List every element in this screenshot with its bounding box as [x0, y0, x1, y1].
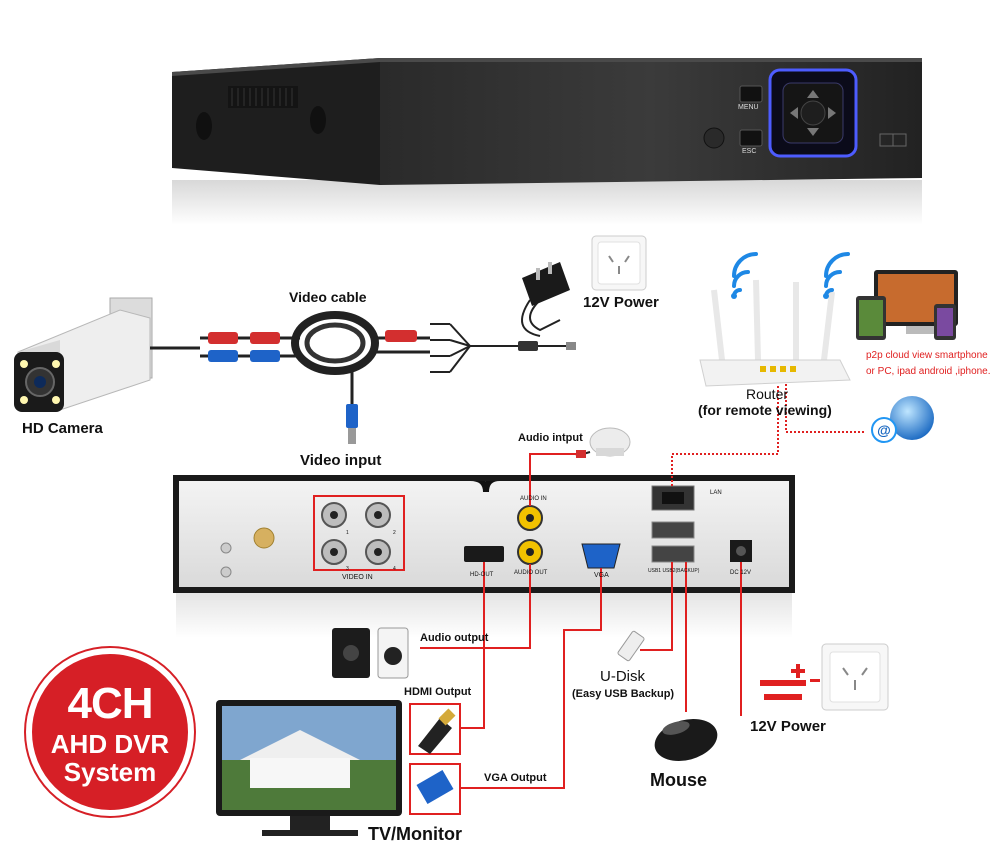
hd-camera-label: HD Camera — [22, 420, 103, 437]
dc-port-label: DC 12V — [730, 570, 752, 576]
video-input-label: Video input — [300, 452, 382, 469]
ir-sensor-icon — [703, 127, 725, 149]
router-icon — [699, 279, 851, 387]
p2p-line1-label: p2p cloud view smartphone — [866, 350, 988, 361]
connection-wires — [420, 384, 866, 789]
badge-line2: AHD DVR — [50, 729, 170, 759]
hdmi-port-icon — [464, 546, 504, 562]
power-top-label: 12V Power — [583, 294, 659, 311]
mouse-label: Mouse — [650, 770, 708, 790]
side-hole-icon — [310, 106, 326, 134]
wifi-icon — [823, 252, 850, 299]
audio-output-label: Audio output — [420, 632, 489, 644]
usb-stick-icon — [617, 630, 645, 662]
video-cable-icon — [150, 299, 576, 444]
video-in-port-label: VIDEO IN — [342, 574, 373, 581]
wall-socket-icon — [591, 235, 647, 291]
badge-line3: System — [63, 757, 157, 787]
usb-port-icon — [651, 521, 695, 539]
rca-audio-in-icon — [517, 505, 543, 531]
tv-monitor-label: TV/Monitor — [368, 824, 462, 844]
lan-port-label: LAN — [710, 490, 722, 496]
dc-power-symbol-icon — [760, 664, 820, 700]
audio-out-port-label: AUDIO OUT — [514, 570, 548, 576]
power-adapter-icon — [521, 262, 570, 337]
channel-label: 2 — [393, 530, 396, 536]
dvr-front-unit — [172, 58, 922, 225]
u-disk-sub-label: (Easy USB Backup) — [572, 688, 675, 700]
mouse-icon — [654, 718, 718, 762]
hd-out-port-label: HD-OUT — [470, 572, 494, 578]
router-sub-label: (for remote viewing) — [698, 402, 832, 418]
menu-button-label: MENU — [738, 104, 759, 111]
esc-button-label: ESC — [742, 148, 757, 155]
channel-label: 1 — [346, 530, 349, 536]
side-vents-icon — [228, 86, 298, 108]
video-cable-label: Video cable — [289, 289, 367, 305]
vga-output-label: VGA Output — [484, 772, 547, 784]
hdmi-cable-icon — [409, 703, 461, 755]
rca-audio-out-icon — [517, 539, 543, 565]
audio-in-port-label: AUDIO IN — [520, 496, 547, 502]
u-disk-label: U-Disk — [600, 668, 645, 685]
speakers-icon — [332, 627, 409, 679]
bnc-connector-icon — [321, 502, 391, 565]
hd-camera-icon — [14, 297, 153, 412]
vga-port-label: VGA — [594, 572, 609, 579]
internet-globe-icon: @ — [871, 396, 934, 443]
wall-socket-icon — [821, 643, 889, 711]
hdmi-output-label: HDMI Output — [404, 686, 472, 698]
badge-line1: 4CH — [67, 679, 153, 728]
usb-port-icon — [651, 545, 695, 563]
vga-cable-icon — [409, 763, 461, 815]
microphone-icon — [575, 427, 631, 458]
wifi-icon — [731, 252, 758, 299]
side-hole-icon — [196, 112, 212, 140]
product-badge: 4CH AHD DVR System — [26, 648, 194, 816]
svg-text:@: @ — [877, 422, 891, 438]
devices-icon — [856, 270, 958, 340]
p2p-line2-label: or PC, ipad android ,iphone. — [866, 366, 991, 377]
power-bottom-label: 12V Power — [750, 718, 826, 735]
usb-port-label: USB1 USB2(BACKUP) — [648, 568, 700, 574]
audio-input-label: Audio intput — [518, 432, 583, 444]
router-label: Router — [746, 386, 789, 402]
channel-label: 4 — [393, 566, 396, 572]
channel-label: 3 — [346, 566, 349, 572]
vga-port-icon — [581, 543, 621, 569]
tv-monitor-icon — [216, 700, 402, 836]
